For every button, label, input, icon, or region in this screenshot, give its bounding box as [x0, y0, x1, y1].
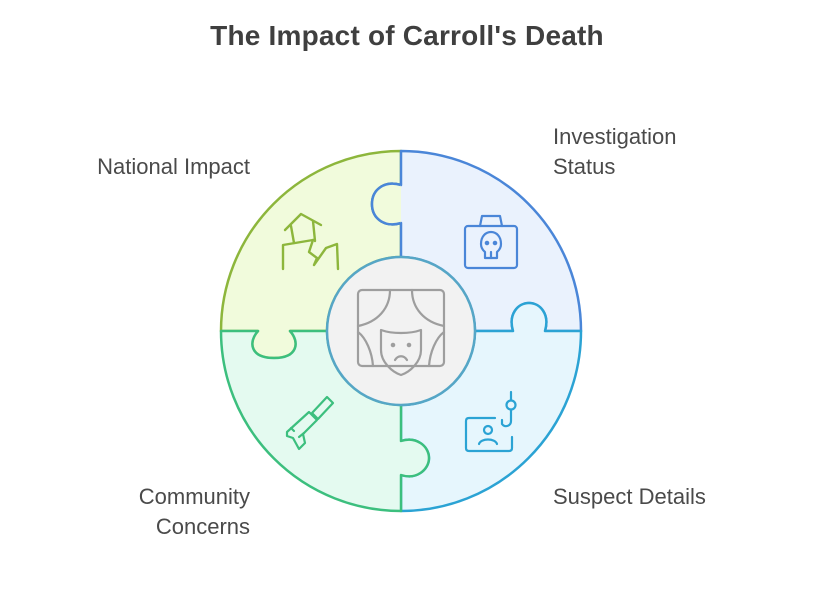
theater-sad-mask-icon — [356, 288, 446, 377]
label-line: Status — [553, 154, 616, 179]
center-circle — [325, 255, 477, 407]
segment-community-concerns — [219, 329, 431, 513]
skull-briefcase-icon — [463, 214, 519, 270]
label-suspect-details: Suspect Details — [553, 482, 773, 512]
label-line: Suspect Details — [553, 484, 706, 509]
diagram-title: The Impact of Carroll's Death — [210, 20, 604, 51]
suspect-profile-hook-icon — [464, 390, 517, 453]
national-impact-tab — [370, 182, 402, 226]
label-line: National Impact — [97, 154, 250, 179]
label-community-concerns: Community Concerns — [40, 482, 250, 542]
label-line: Community — [138, 484, 250, 509]
collapsed-house-icon — [281, 212, 340, 271]
label-investigation-status: Investigation Status — [553, 122, 773, 182]
label-national-impact: National Impact — [60, 152, 250, 182]
silenced-gun-icon — [285, 395, 335, 451]
label-line: Investigation — [553, 124, 677, 149]
label-line: Concerns — [155, 514, 250, 539]
